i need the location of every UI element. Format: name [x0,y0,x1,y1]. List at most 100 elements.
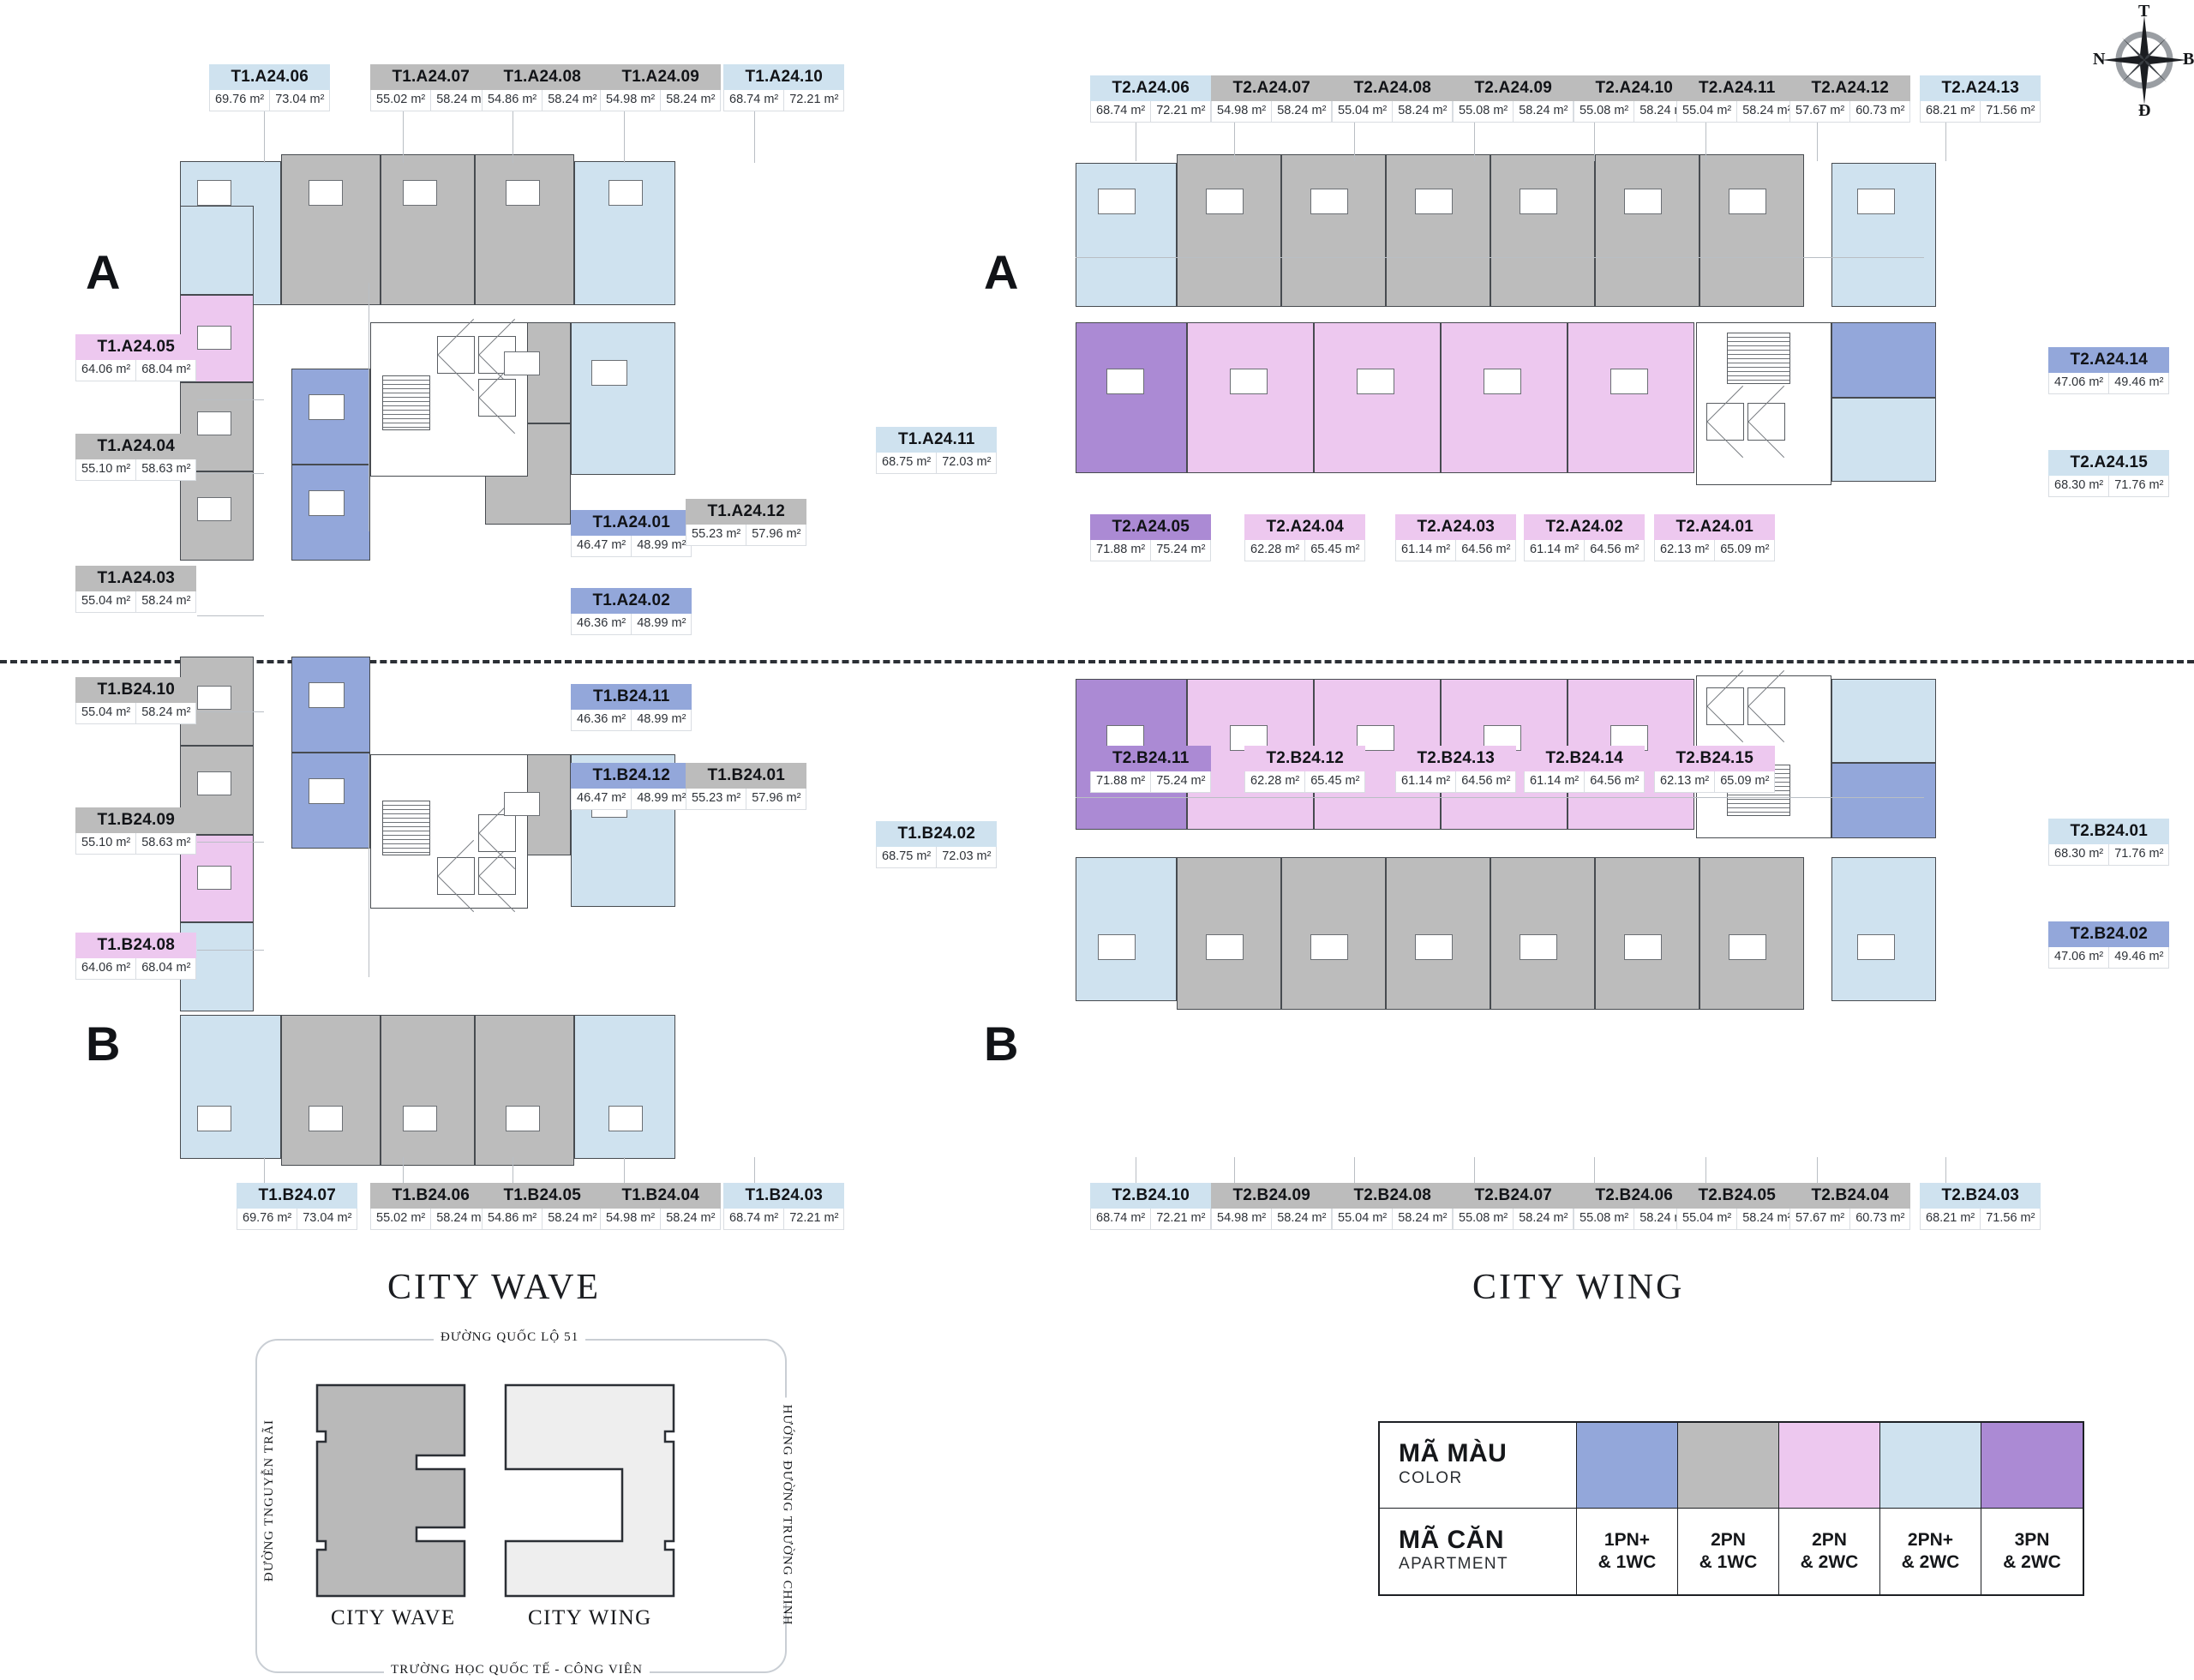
plan-unit-t2a2401[interactable] [1568,322,1694,473]
unit-code: T1.B24.12 [571,763,692,789]
unit-area-gross: 60.73 m² [1849,1209,1909,1230]
unit-code: T1.A24.03 [75,566,197,592]
unit-code: T1.A24.04 [75,434,197,460]
plan-unit-t2a2403[interactable] [1314,322,1441,473]
plan-unit-t2b2405[interactable] [1595,857,1699,1010]
plan-unit-t2a2414[interactable] [1831,322,1936,398]
plan-unit-t2a2407[interactable] [1177,154,1281,307]
bed-icon [591,360,627,386]
plan-unit-t2b2409[interactable] [1177,857,1281,1010]
plan-unit-t2a2415[interactable] [1831,398,1936,482]
plan-unit-t2a2408[interactable] [1281,154,1386,307]
plan-unit-t2b2407[interactable] [1386,857,1490,1010]
plan-unit-t2a2413[interactable] [1831,163,1936,307]
plan-unit-t2b2406[interactable] [1490,857,1595,1010]
road-label-bottom: TRƯỜNG HỌC QUỐC TẾ - CÔNG VIÊN [384,1663,650,1677]
site-block-city-wing[interactable] [502,1382,678,1600]
plan-unit-t1a2407[interactable] [281,154,381,305]
plan-unit-t2a2402[interactable] [1441,322,1568,473]
unit-area-carpet: 46.47 m² [577,538,626,553]
plan-unit-t1b2404[interactable] [475,1015,574,1166]
plan-unit-t2a2409[interactable] [1386,154,1490,307]
plan-unit-t2a2404[interactable] [1187,322,1314,473]
plan-unit-t2b2401[interactable] [1831,679,1936,763]
plan-unit-t2a2406[interactable] [1076,163,1177,307]
plan-unit-t2a2410[interactable] [1490,154,1595,307]
plan-unit-t1b2406[interactable] [281,1015,381,1166]
plan-unit-t2b2404[interactable] [1699,857,1804,1010]
plan-unit-t2a2412[interactable] [1699,154,1804,307]
leader-line [197,399,264,400]
plan-unit-t2a2411[interactable] [1595,154,1699,307]
bed-icon [309,778,345,804]
plan-unit-t1a2409[interactable] [475,154,574,305]
site-block-city-wave[interactable] [314,1382,468,1600]
plan-unit-t1a2411[interactable] [571,322,675,475]
unit-area-gross: 48.99 m² [631,536,691,557]
plan-unit-t2b2408[interactable] [1281,857,1386,1010]
plan-unit-t2b2403[interactable] [1831,857,1936,1001]
plan-unit-t2b2410[interactable] [1076,857,1177,1001]
plan-unit-t1b2403[interactable] [574,1015,675,1159]
plan-unit-t1a2408[interactable] [381,154,475,305]
plan-unit-t2a2405[interactable] [1076,322,1187,473]
unit-area-carpet: 62.28 m² [1250,774,1300,789]
plan-unit-t1b2407[interactable] [180,1015,281,1159]
plan-unit-t1b2405[interactable] [381,1015,475,1166]
plan-unit-t2b2402[interactable] [1831,763,1936,838]
